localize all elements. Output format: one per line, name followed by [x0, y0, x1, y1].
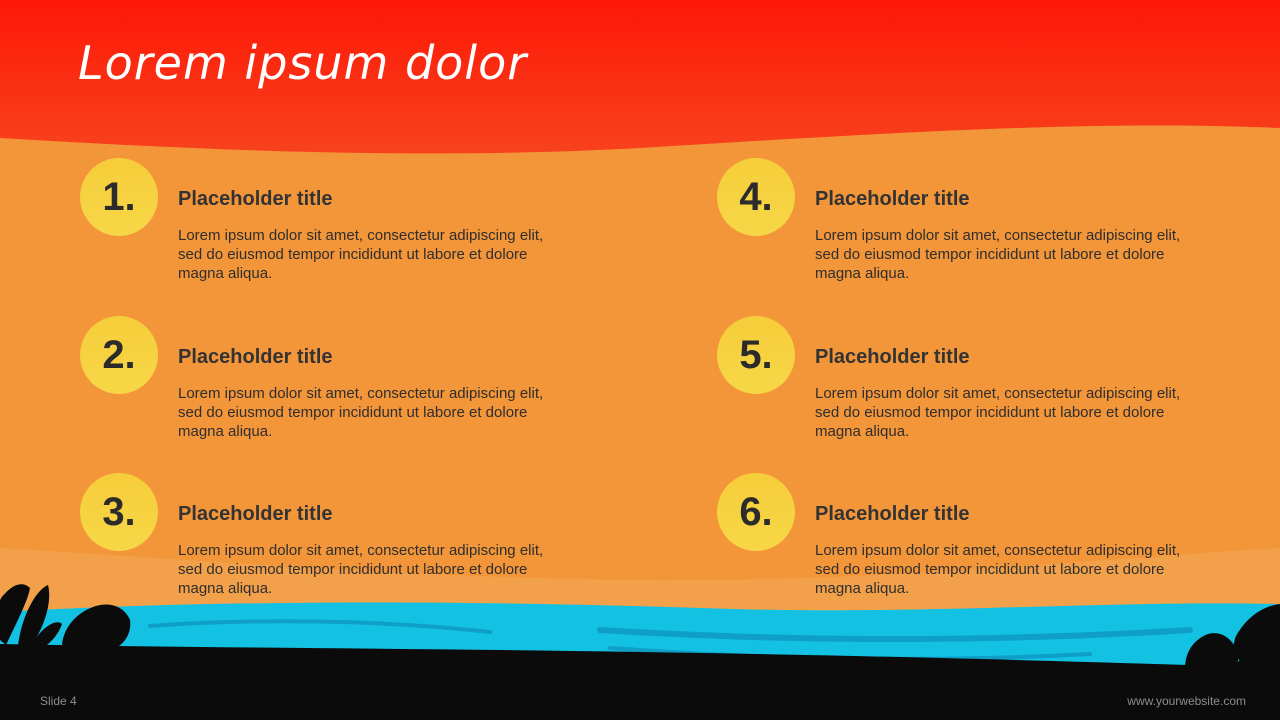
- monstera-leaf-icon: [61, 604, 131, 655]
- list-item: 5. Placeholder title Lorem ipsum dolor s…: [717, 316, 1180, 446]
- sky-band: [0, 0, 1280, 154]
- number-badge: 5.: [717, 316, 795, 394]
- monstera-leaf-icon: [1185, 633, 1239, 680]
- number-badge: 1.: [80, 158, 158, 236]
- item-title: Placeholder title: [815, 503, 970, 525]
- list-item: 2. Placeholder title Lorem ipsum dolor s…: [80, 316, 543, 446]
- list-item: 3. Placeholder title Lorem ipsum dolor s…: [80, 473, 543, 603]
- slide-title: Lorem ipsum dolor: [78, 36, 528, 90]
- number-badge: 3.: [80, 473, 158, 551]
- item-description: Lorem ipsum dolor sit amet, consectetur …: [815, 542, 1181, 597]
- item-title: Placeholder title: [178, 503, 333, 525]
- number-badge: 6.: [717, 473, 795, 551]
- item-description: Lorem ipsum dolor sit amet, consectetur …: [178, 227, 544, 282]
- list-item: 6. Placeholder title Lorem ipsum dolor s…: [717, 473, 1180, 603]
- tropical-leaf-icon: [0, 584, 62, 652]
- sea-wave-2: [597, 627, 1193, 643]
- item-description: Lorem ipsum dolor sit amet, consectetur …: [178, 542, 544, 597]
- item-description: Lorem ipsum dolor sit amet, consectetur …: [178, 385, 544, 440]
- list-item: 1. Placeholder title Lorem ipsum dolor s…: [80, 158, 543, 288]
- number-badge: 2.: [80, 316, 158, 394]
- item-title: Placeholder title: [178, 346, 333, 368]
- item-title: Placeholder title: [815, 188, 970, 210]
- website-url: www.yourwebsite.com: [1127, 694, 1246, 708]
- item-title: Placeholder title: [815, 346, 970, 368]
- slide-number: Slide 4: [40, 694, 77, 708]
- item-description: Lorem ipsum dolor sit amet, consectetur …: [815, 227, 1181, 282]
- ground: [0, 644, 1280, 720]
- list-item: 4. Placeholder title Lorem ipsum dolor s…: [717, 158, 1180, 288]
- tropical-leaf-icon: [1228, 604, 1280, 685]
- sea-wave-1: [148, 619, 492, 634]
- item-title: Placeholder title: [178, 188, 333, 210]
- number-badge: 4.: [717, 158, 795, 236]
- item-description: Lorem ipsum dolor sit amet, consectetur …: [815, 385, 1181, 440]
